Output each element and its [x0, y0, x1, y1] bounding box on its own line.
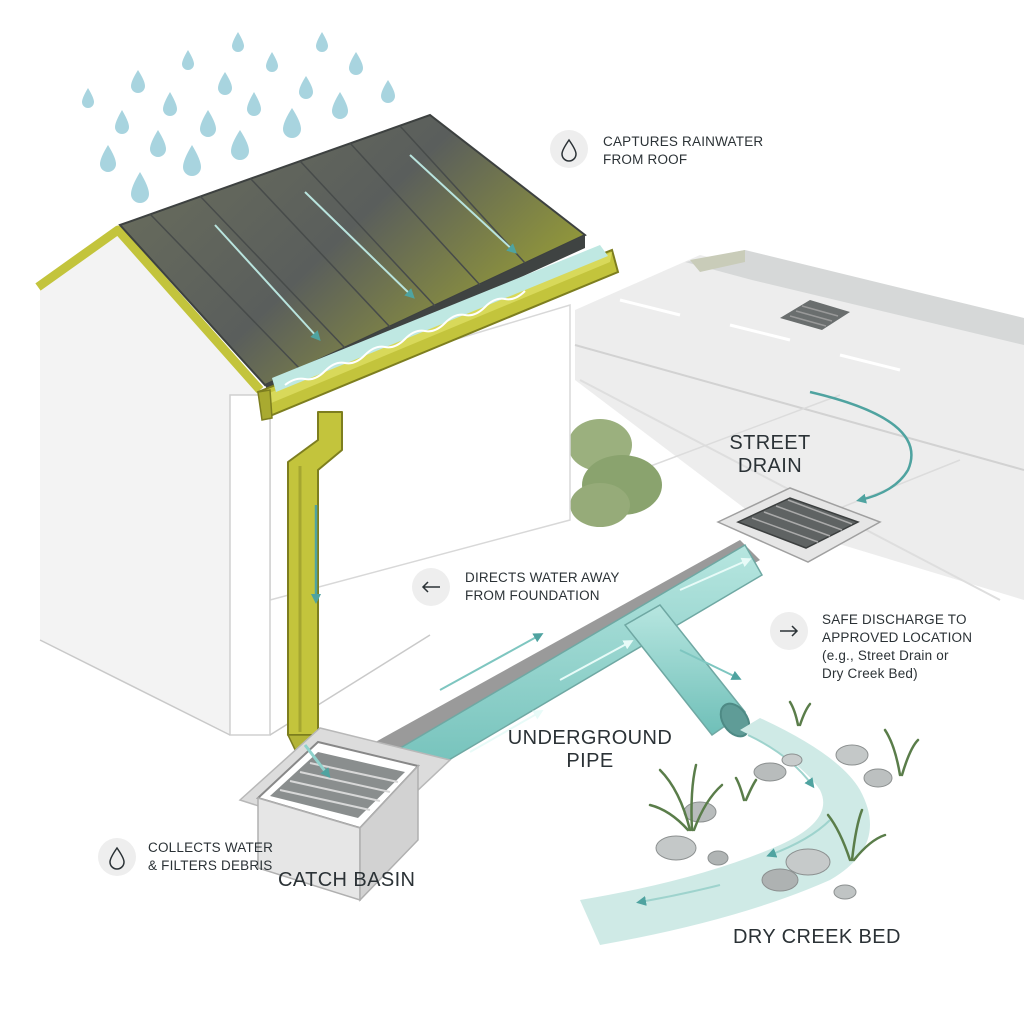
street-drain-label: STREET DRAIN — [729, 432, 811, 477]
curb-inlet — [780, 300, 850, 330]
discharge-note: SAFE DISCHARGE TO APPROVED LOCATION (e.g… — [822, 612, 973, 681]
underground-pipe — [370, 540, 764, 792]
raindrops — [82, 32, 395, 203]
gutter — [256, 245, 620, 421]
street-drain-grate — [716, 487, 882, 563]
underground-pipe-label: UNDERGROUND PIPE — [507, 727, 673, 772]
street-flow-arrow — [809, 390, 913, 504]
water-drop-icon — [98, 838, 136, 876]
catch-basin-label: CATCH BASIN — [278, 869, 416, 891]
collects-note: COLLECTS WATER & FILTERS DEBRIS — [148, 840, 274, 873]
water-drop-icon — [550, 130, 588, 168]
catch-basin — [238, 727, 452, 902]
dry-creek-bed — [580, 700, 920, 945]
shrub — [568, 419, 662, 527]
dry-creek-bed-label: DRY CREEK BED — [733, 926, 901, 948]
roof-flow-arrows — [214, 154, 517, 341]
directs-note: DIRECTS WATER AWAY FROM FOUNDATION — [465, 570, 620, 603]
roof-note: CAPTURES RAINWATER FROM ROOF — [603, 134, 764, 167]
arrow-left-icon — [412, 568, 450, 606]
house — [35, 225, 571, 736]
arrow-right-icon — [770, 612, 808, 650]
